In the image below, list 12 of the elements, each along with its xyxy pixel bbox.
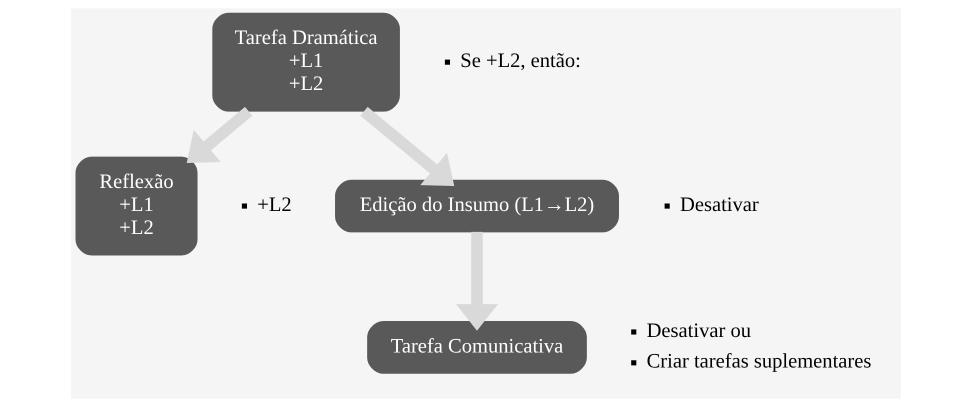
arrow [360, 106, 454, 186]
arrow [456, 232, 498, 331]
node-box: Reflexão +L1 +L2 [76, 156, 198, 256]
node-label: Criar tarefas suplementares [646, 350, 872, 373]
node-label: Desativar [680, 194, 759, 216]
node-box: Tarefa Dramática +L1 +L2 [212, 12, 400, 112]
node-label: +L2 [257, 194, 292, 216]
node-box: Edição do Insumo (L1→L2) [335, 180, 619, 232]
node-box: Tarefa Comunicativa [367, 321, 587, 374]
node-label: Se +L2, então: [460, 50, 581, 72]
node-label: Desativar ou [646, 320, 752, 342]
arrow [186, 106, 252, 163]
